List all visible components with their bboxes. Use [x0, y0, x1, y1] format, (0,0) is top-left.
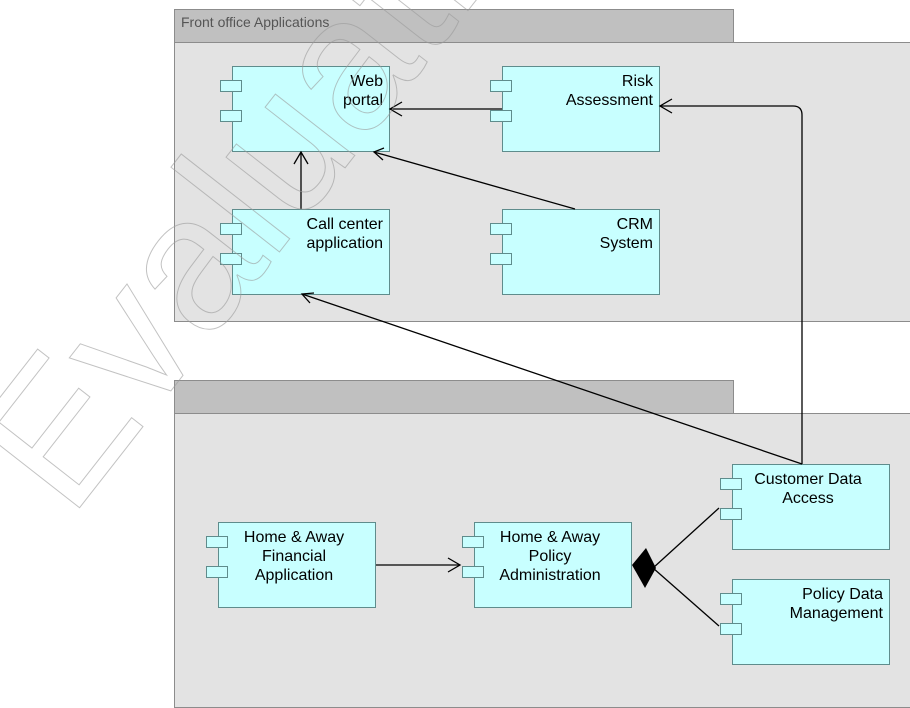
component-port-icon [462, 566, 484, 578]
crm-system-component[interactable]: CRM System [490, 209, 660, 295]
front-office-group-title: Front office Applications [181, 14, 330, 30]
connector-customerdata-to-risk[interactable] [660, 105, 803, 464]
customer-data-access-label: Customer Data Access [754, 471, 862, 507]
component-port-icon [220, 80, 242, 92]
arrowhead-icon [658, 98, 673, 114]
component-port-icon [490, 223, 512, 235]
component-port-icon [220, 110, 242, 122]
component-port-icon [490, 253, 512, 265]
component-port-icon [720, 508, 742, 520]
arrowhead-icon [372, 147, 385, 161]
front-office-group-tab[interactable]: Front office Applications [174, 9, 734, 43]
component-port-icon [490, 80, 512, 92]
component-port-icon [206, 566, 228, 578]
crm-system-label: CRM System [599, 216, 653, 252]
arrowhead-icon [447, 557, 462, 573]
component-port-icon [720, 478, 742, 490]
arrowhead-icon [293, 150, 309, 165]
aggregation-diamond-icon [632, 548, 656, 588]
call-center-label: Call center application [306, 216, 384, 252]
arrowhead-icon [300, 292, 315, 304]
component-port-icon [490, 110, 512, 122]
component-port-icon [462, 536, 484, 548]
home-away-policy-label: Home & Away Policy Administration [499, 529, 601, 584]
risk-assessment-label: Risk Assessment [565, 73, 653, 109]
arrowhead-icon [388, 101, 403, 117]
component-port-icon [206, 536, 228, 548]
policy-data-management-label: Policy Data Management [789, 586, 883, 622]
web-portal-label: Web portal [342, 73, 383, 109]
customer-data-access-component[interactable]: Customer Data Access [720, 464, 890, 550]
component-port-icon [720, 623, 742, 635]
component-port-icon [220, 253, 242, 265]
home-away-financial-label: Home & Away Financial Application [243, 529, 345, 584]
component-port-icon [220, 223, 242, 235]
policy-data-management-component[interactable]: Policy Data Management [720, 579, 890, 665]
component-port-icon [720, 593, 742, 605]
connector-crm-to-web[interactable] [373, 151, 576, 210]
call-center-component[interactable]: Call center application [220, 209, 390, 295]
home-away-policy-component[interactable]: Home & Away Policy Administration [462, 522, 632, 608]
aggregation-policy-to-policydata[interactable] [652, 567, 720, 627]
home-away-financial-component[interactable]: Home & Away Financial Application [206, 522, 376, 608]
aggregation-policy-to-customerdata[interactable] [652, 507, 720, 569]
connector-customerdata-to-callcenter[interactable] [301, 293, 803, 465]
risk-assessment-component[interactable]: Risk Assessment [490, 66, 660, 152]
